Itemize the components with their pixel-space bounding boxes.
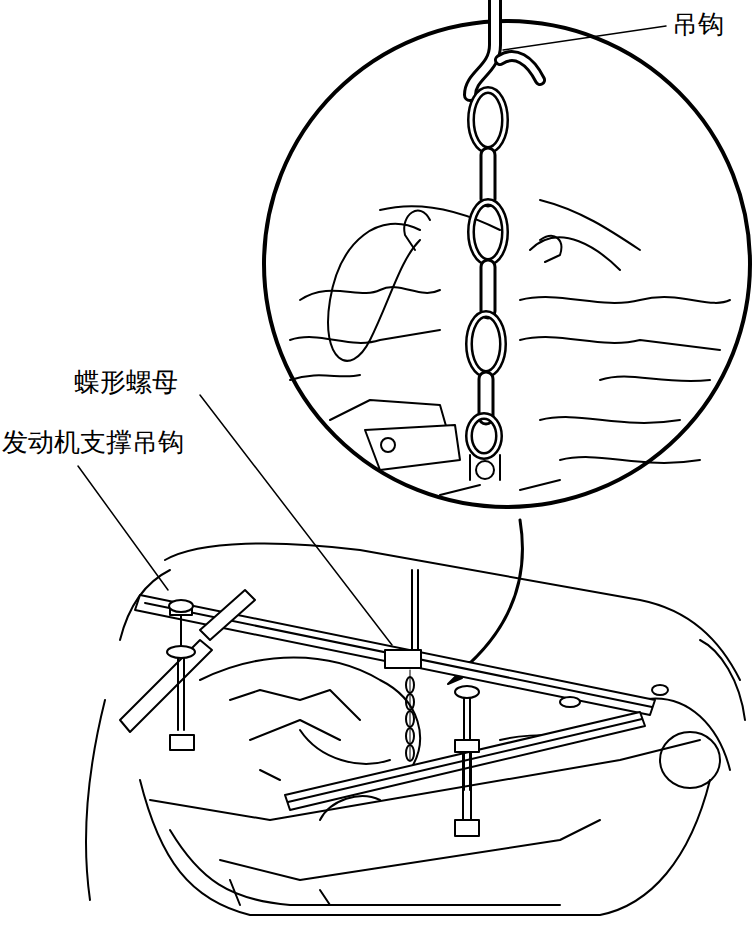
part-label: 发动机支撑吊钩 — [0, 428, 186, 458]
small-chain — [406, 670, 414, 761]
leader-line — [503, 26, 666, 50]
part-label: 蝶形螺母 — [72, 368, 180, 398]
chain — [469, 0, 540, 456]
engine-detail — [290, 200, 730, 495]
part-label: 吊钩 — [670, 10, 726, 40]
leader-line — [78, 466, 168, 590]
inset-circle — [264, 21, 750, 507]
pointer-arrow — [460, 520, 523, 672]
leader-line — [200, 395, 392, 645]
engine-support-hook — [120, 570, 668, 836]
car-body — [86, 543, 745, 915]
